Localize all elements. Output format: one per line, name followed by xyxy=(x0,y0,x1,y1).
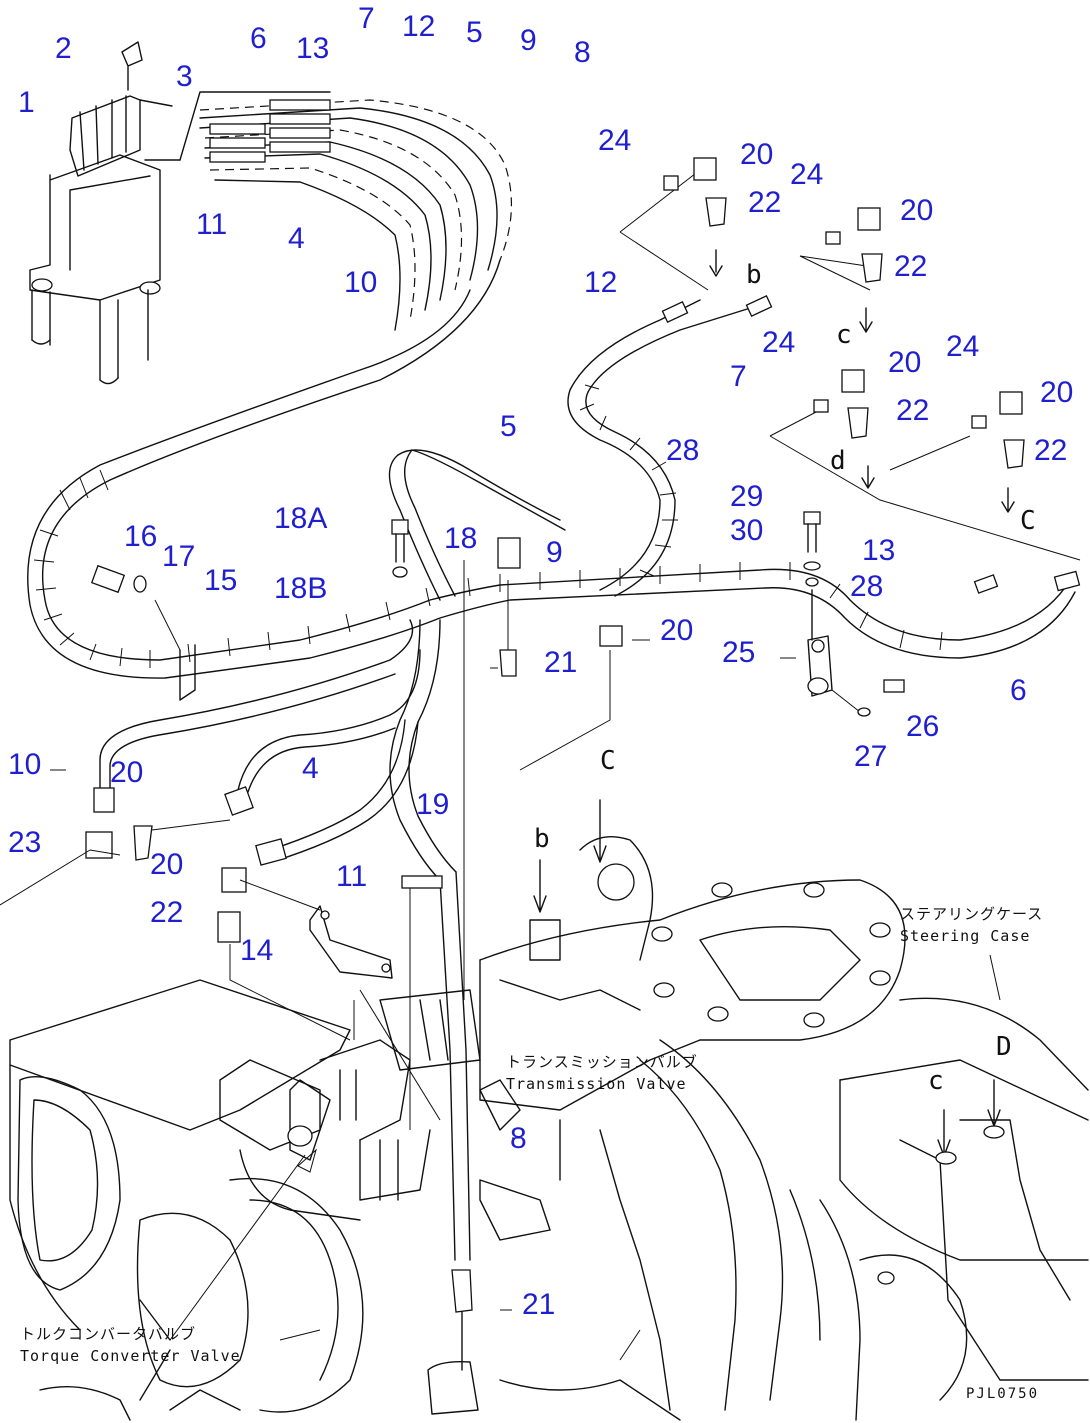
callout-13: 13 xyxy=(296,32,330,65)
pipe-19 xyxy=(401,560,479,1415)
callout-17: 17 xyxy=(162,540,196,573)
callout-20: 20 xyxy=(740,138,774,171)
connection-letter-b: b xyxy=(746,260,762,290)
callout-15: 15 xyxy=(204,564,238,597)
callout-4: 4 xyxy=(288,222,305,255)
leader-lines xyxy=(50,639,1001,1361)
callout-20: 20 xyxy=(888,346,922,379)
callout-11: 11 xyxy=(336,860,368,893)
transmission-assembly xyxy=(379,799,1089,1421)
callout-9: 9 xyxy=(520,24,537,57)
callout-22: 22 xyxy=(748,186,782,219)
callout-21: 21 xyxy=(522,1288,556,1321)
callout-11: 11 xyxy=(196,208,228,241)
callout-9: 9 xyxy=(546,536,563,569)
callout-1: 1 xyxy=(18,86,35,119)
callout-18A: 18A xyxy=(274,502,328,535)
connection-letter-b: b xyxy=(534,824,550,854)
callout-16: 16 xyxy=(124,520,158,553)
callout-24: 24 xyxy=(762,326,796,359)
callout-28: 28 xyxy=(850,570,884,603)
callout-12: 12 xyxy=(402,10,436,43)
connection-letter-D: D xyxy=(996,1032,1012,1062)
callout-26: 26 xyxy=(906,710,940,743)
callout-22: 22 xyxy=(150,896,184,929)
hose-fittings xyxy=(209,99,331,163)
mounting-bracket xyxy=(29,41,181,385)
connection-letter-d: d xyxy=(830,446,846,476)
callout-20: 20 xyxy=(900,194,934,227)
callout-20: 20 xyxy=(150,848,184,881)
callout-24: 24 xyxy=(790,158,824,191)
callout-6: 6 xyxy=(250,22,267,55)
connection-letter-c: c xyxy=(836,320,852,350)
transmission-valve-label-jp: トランスミッションバルブ xyxy=(506,1053,698,1071)
callout-5: 5 xyxy=(466,16,483,49)
callout-12: 12 xyxy=(584,266,618,299)
torque-converter xyxy=(9,979,441,1421)
callout-22: 22 xyxy=(896,394,930,427)
callout-14: 14 xyxy=(240,934,274,967)
callout-10: 10 xyxy=(8,748,42,781)
connection-letter-c: c xyxy=(928,1066,944,1096)
callout-7: 7 xyxy=(358,2,375,35)
torque-converter-label-en: Torque Converter Valve xyxy=(20,1347,241,1365)
torque-converter-label-jp: トルクコンバータバルブ xyxy=(20,1325,197,1343)
callout-13: 13 xyxy=(862,534,896,567)
fittings-group-left xyxy=(0,519,623,1041)
callout-22: 22 xyxy=(894,250,928,283)
callout-18B: 18B xyxy=(274,572,328,605)
callout-30: 30 xyxy=(730,514,764,547)
lower-hoses xyxy=(93,619,421,866)
hose-bundle xyxy=(179,91,512,331)
callout-24: 24 xyxy=(598,124,632,157)
callout-20: 20 xyxy=(110,756,144,789)
callout-25: 25 xyxy=(722,636,756,669)
connection-letter-C: C xyxy=(600,746,616,776)
callout-2: 2 xyxy=(55,32,72,65)
figure-code: PJL0750 xyxy=(966,1386,1040,1402)
fittings-group-right xyxy=(619,157,1081,717)
callout-19: 19 xyxy=(416,788,450,821)
callout-6: 6 xyxy=(1010,674,1027,707)
connection-letter-C: C xyxy=(1020,506,1036,536)
callout-8: 8 xyxy=(510,1122,527,1155)
callout-23: 23 xyxy=(8,826,42,859)
callout-8: 8 xyxy=(574,36,591,69)
callout-10: 10 xyxy=(344,266,378,299)
callout-21: 21 xyxy=(544,646,578,679)
callout-4: 4 xyxy=(302,752,319,785)
callout-3: 3 xyxy=(176,60,193,93)
callout-5: 5 xyxy=(500,410,517,443)
steering-case-label-en: Steering Case xyxy=(900,927,1031,945)
steering-case-label-jp: ステアリングケース xyxy=(900,905,1044,923)
callout-24: 24 xyxy=(946,330,980,363)
callout-7: 7 xyxy=(730,360,747,393)
transmission-valve-label-en: Transmission Valve xyxy=(506,1075,687,1093)
callout-27: 27 xyxy=(854,740,888,773)
callout-20: 20 xyxy=(660,614,694,647)
callout-29: 29 xyxy=(730,480,764,513)
callout-18: 18 xyxy=(444,522,478,555)
callout-20: 20 xyxy=(1040,376,1074,409)
spiral-wrapped-hose xyxy=(27,259,1076,881)
callout-28: 28 xyxy=(666,434,700,467)
callout-22: 22 xyxy=(1034,434,1068,467)
